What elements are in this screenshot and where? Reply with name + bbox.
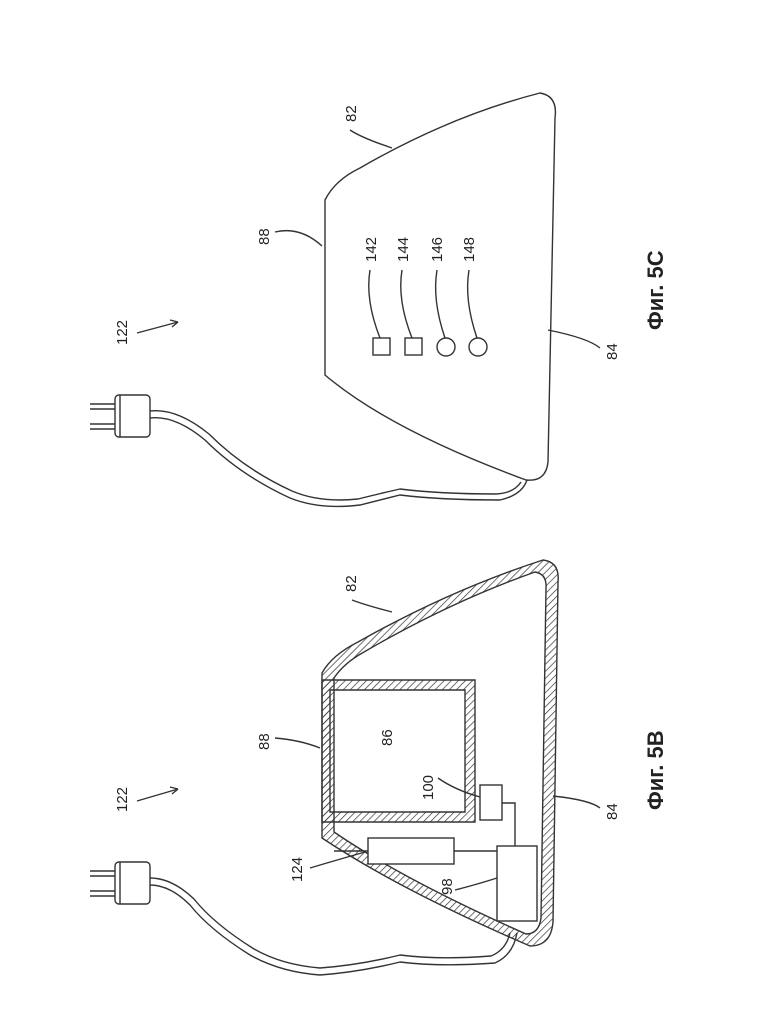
leader-84-5b xyxy=(553,796,600,808)
arrow-122-5c xyxy=(137,322,178,333)
label-146: 146 xyxy=(429,237,446,262)
labels-5c: 122 88 82 84 142 144 146 148 Фиг. 5С xyxy=(114,105,668,360)
label-86: 86 xyxy=(379,729,396,746)
indicator-146-circle xyxy=(437,338,455,356)
leader-98 xyxy=(455,878,497,890)
label-142: 142 xyxy=(363,237,380,262)
label-122-5c: 122 xyxy=(114,320,131,345)
leader-142 xyxy=(369,270,380,338)
label-82-5c: 82 xyxy=(343,105,360,122)
label-144: 144 xyxy=(395,237,412,262)
device-outline-5c xyxy=(325,93,555,480)
leader-148 xyxy=(468,270,477,338)
leader-84-5c xyxy=(548,330,600,348)
leader-82-5b xyxy=(352,600,392,612)
label-84-5c: 84 xyxy=(604,343,621,360)
leader-146 xyxy=(436,270,445,338)
container-86 xyxy=(322,680,475,822)
plug-5b xyxy=(90,862,150,904)
label-98: 98 xyxy=(439,878,456,895)
label-124: 124 xyxy=(289,857,306,882)
power-cord-5b xyxy=(150,885,517,975)
leader-88-5c xyxy=(275,231,322,246)
figure-5b xyxy=(90,560,600,975)
heater-124 xyxy=(368,838,454,864)
power-cord-inner-5b xyxy=(150,878,510,968)
label-88-5b: 88 xyxy=(256,733,273,750)
label-100: 100 xyxy=(420,775,437,800)
figure-5c xyxy=(90,93,600,506)
leader-144 xyxy=(401,270,412,338)
button-144-square xyxy=(405,338,422,355)
sensor-100 xyxy=(480,785,502,820)
leader-82-5c xyxy=(350,130,392,148)
label-88-5c: 88 xyxy=(256,228,273,245)
label-148: 148 xyxy=(461,237,478,262)
label-84-5b: 84 xyxy=(604,803,621,820)
caption-5b: Фиг. 5В xyxy=(643,730,668,810)
label-122-5b: 122 xyxy=(114,787,131,812)
arrow-122-5b xyxy=(137,789,178,801)
plug-5c xyxy=(90,395,150,437)
caption-5c: Фиг. 5С xyxy=(643,250,668,330)
leader-88-5b xyxy=(275,738,320,748)
controller-98 xyxy=(497,846,537,921)
label-82-5b: 82 xyxy=(343,575,360,592)
indicator-148-circle xyxy=(469,338,487,356)
button-142-square xyxy=(373,338,390,355)
